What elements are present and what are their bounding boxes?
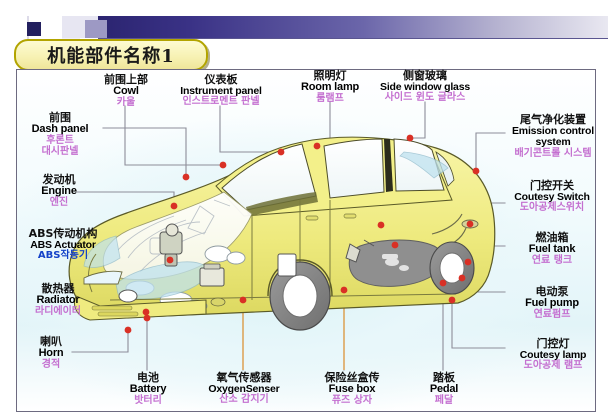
label-instrument-panel: 仪表板 Instrument panel 인스트로멘트 판넬 [166,74,276,108]
label-kr: 도아공제스위치 [519,202,585,214]
label-en: Coutesy lamp [519,348,587,361]
label-cn: 踏板 [433,371,455,384]
label-kr: 밧터리 [134,394,162,406]
label-kr: 후론트 [46,134,74,146]
label-en: Battery [129,382,167,395]
label-en: Radiator [36,293,80,306]
label-kr: 페달 [434,394,454,406]
label-kr: 인스트로멘트 판넬 [182,96,260,108]
label-cowl: 前围上部 Cowl 카울 [88,74,164,109]
label-kr: 라디에이터 [35,305,81,317]
label-en: Coutesy Switch [514,190,590,203]
label-pedal: 踏板 Pedal 페달 [414,372,474,407]
label-en: OxygenSenser [208,382,280,395]
label-kr: 룸램프 [316,92,344,104]
slide-title-text: 机能部件名称1 [47,46,175,67]
label-radiator: 散热器 Radiator 라디에이터 [16,283,100,318]
label-kr: 경적 [41,358,61,370]
label-cn: 门控开关 [530,179,574,192]
label-en: Fuse box [328,382,376,395]
label-kr: 연료 탱크 [531,254,573,266]
label-cn: 散热器 [41,282,75,295]
label-fuel-tank: 燃油箱 Fuel tank 연료 탱크 [512,232,592,267]
label-cn: 照明灯 [313,69,347,82]
label-en: Pedal [429,382,459,395]
label-room-lamp: 照明灯 Room lamp 룸램프 [286,70,374,105]
label-cn: 电动泵 [535,285,569,298]
label-cn: 氧气传感器 [216,371,272,384]
label-cn: 侧窗玻璃 [403,69,447,82]
label-en: Cowl [113,84,139,97]
decor-square-dark [27,22,41,36]
label-en: Fuel tank [528,242,576,255]
label-cn: 保险丝盒传 [324,371,380,384]
decor-square-mid [85,20,107,38]
label-emission-control: 尾气净化装置 Emission control system 배기콘트롤 시스템 [500,114,606,159]
label-kr: 엔진 [49,196,69,208]
label-en: Emission control system [512,124,594,149]
decor-underline [98,38,608,39]
label-en: Fuel pump [525,296,579,309]
label-battery: 电池 Battery 밧터리 [118,372,178,407]
label-coutesy-lamp: 门控灯 Coutesy lamp 도아공제 램프 [504,338,602,372]
label-kr: 도아공제 램프 [523,360,583,372]
label-dash-panel: 前围 Dash panel 후론트 대시판넬 [18,112,102,157]
label-kr-2: 대시판넬 [41,145,79,157]
label-oxygen-senser: 氧气传感器 OxygenSenser 산소 감지기 [196,372,292,406]
slide-title: 机能部件名称1 [14,39,208,71]
label-kr: 카울 [116,96,136,108]
label-cn: 发动机 [42,173,76,186]
label-en: Room lamp [300,80,360,93]
label-cn: 前围 [49,111,71,124]
label-cn: 尾气净化装置 [520,113,586,126]
label-fuel-pump: 电动泵 Fuel pump 연료펌프 [512,286,592,321]
label-cn: 前围上部 [104,73,148,86]
label-en: Instrument panel [180,84,262,97]
label-cn: ABS传动机构 [28,227,98,240]
label-side-window-glass: 侧窗玻璃 Side window glass 사이드 윈도 글라스 [366,70,484,104]
label-en: Horn [38,346,64,359]
label-kr: 퓨즈 상자 [331,394,373,406]
label-cn: 电池 [137,371,159,384]
label-kr: ABS작동기 [37,250,89,262]
label-cn: 喇叭 [40,335,62,348]
label-cn: 燃油箱 [535,231,569,244]
label-engine: 发动机 Engine 엔진 [22,174,96,209]
label-en: Side window glass [380,80,470,93]
label-cn: 仪表板 [204,73,238,86]
label-kr: 배기콘트롤 시스템 [514,147,592,159]
label-kr: 산소 감지기 [219,394,269,406]
label-fuse-box: 保险丝盒传 Fuse box 퓨즈 상자 [312,372,392,407]
label-kr: 연료펌프 [533,308,571,320]
label-coutesy-switch: 门控开关 Coutesy Switch 도아공제스위치 [500,180,604,214]
label-horn: 喇叭 Horn 경적 [20,336,82,371]
label-en: ABS Actuator [30,238,96,251]
label-en: Dash panel [31,122,89,135]
label-en: Engine [41,184,77,197]
label-abs-actuator: ABS传动机构 ABS Actuator ABS작동기 [14,228,112,262]
label-kr: 사이드 윈도 글라스 [384,92,466,104]
decor-gradient-bar [98,16,608,38]
label-cn: 门控灯 [536,337,570,350]
